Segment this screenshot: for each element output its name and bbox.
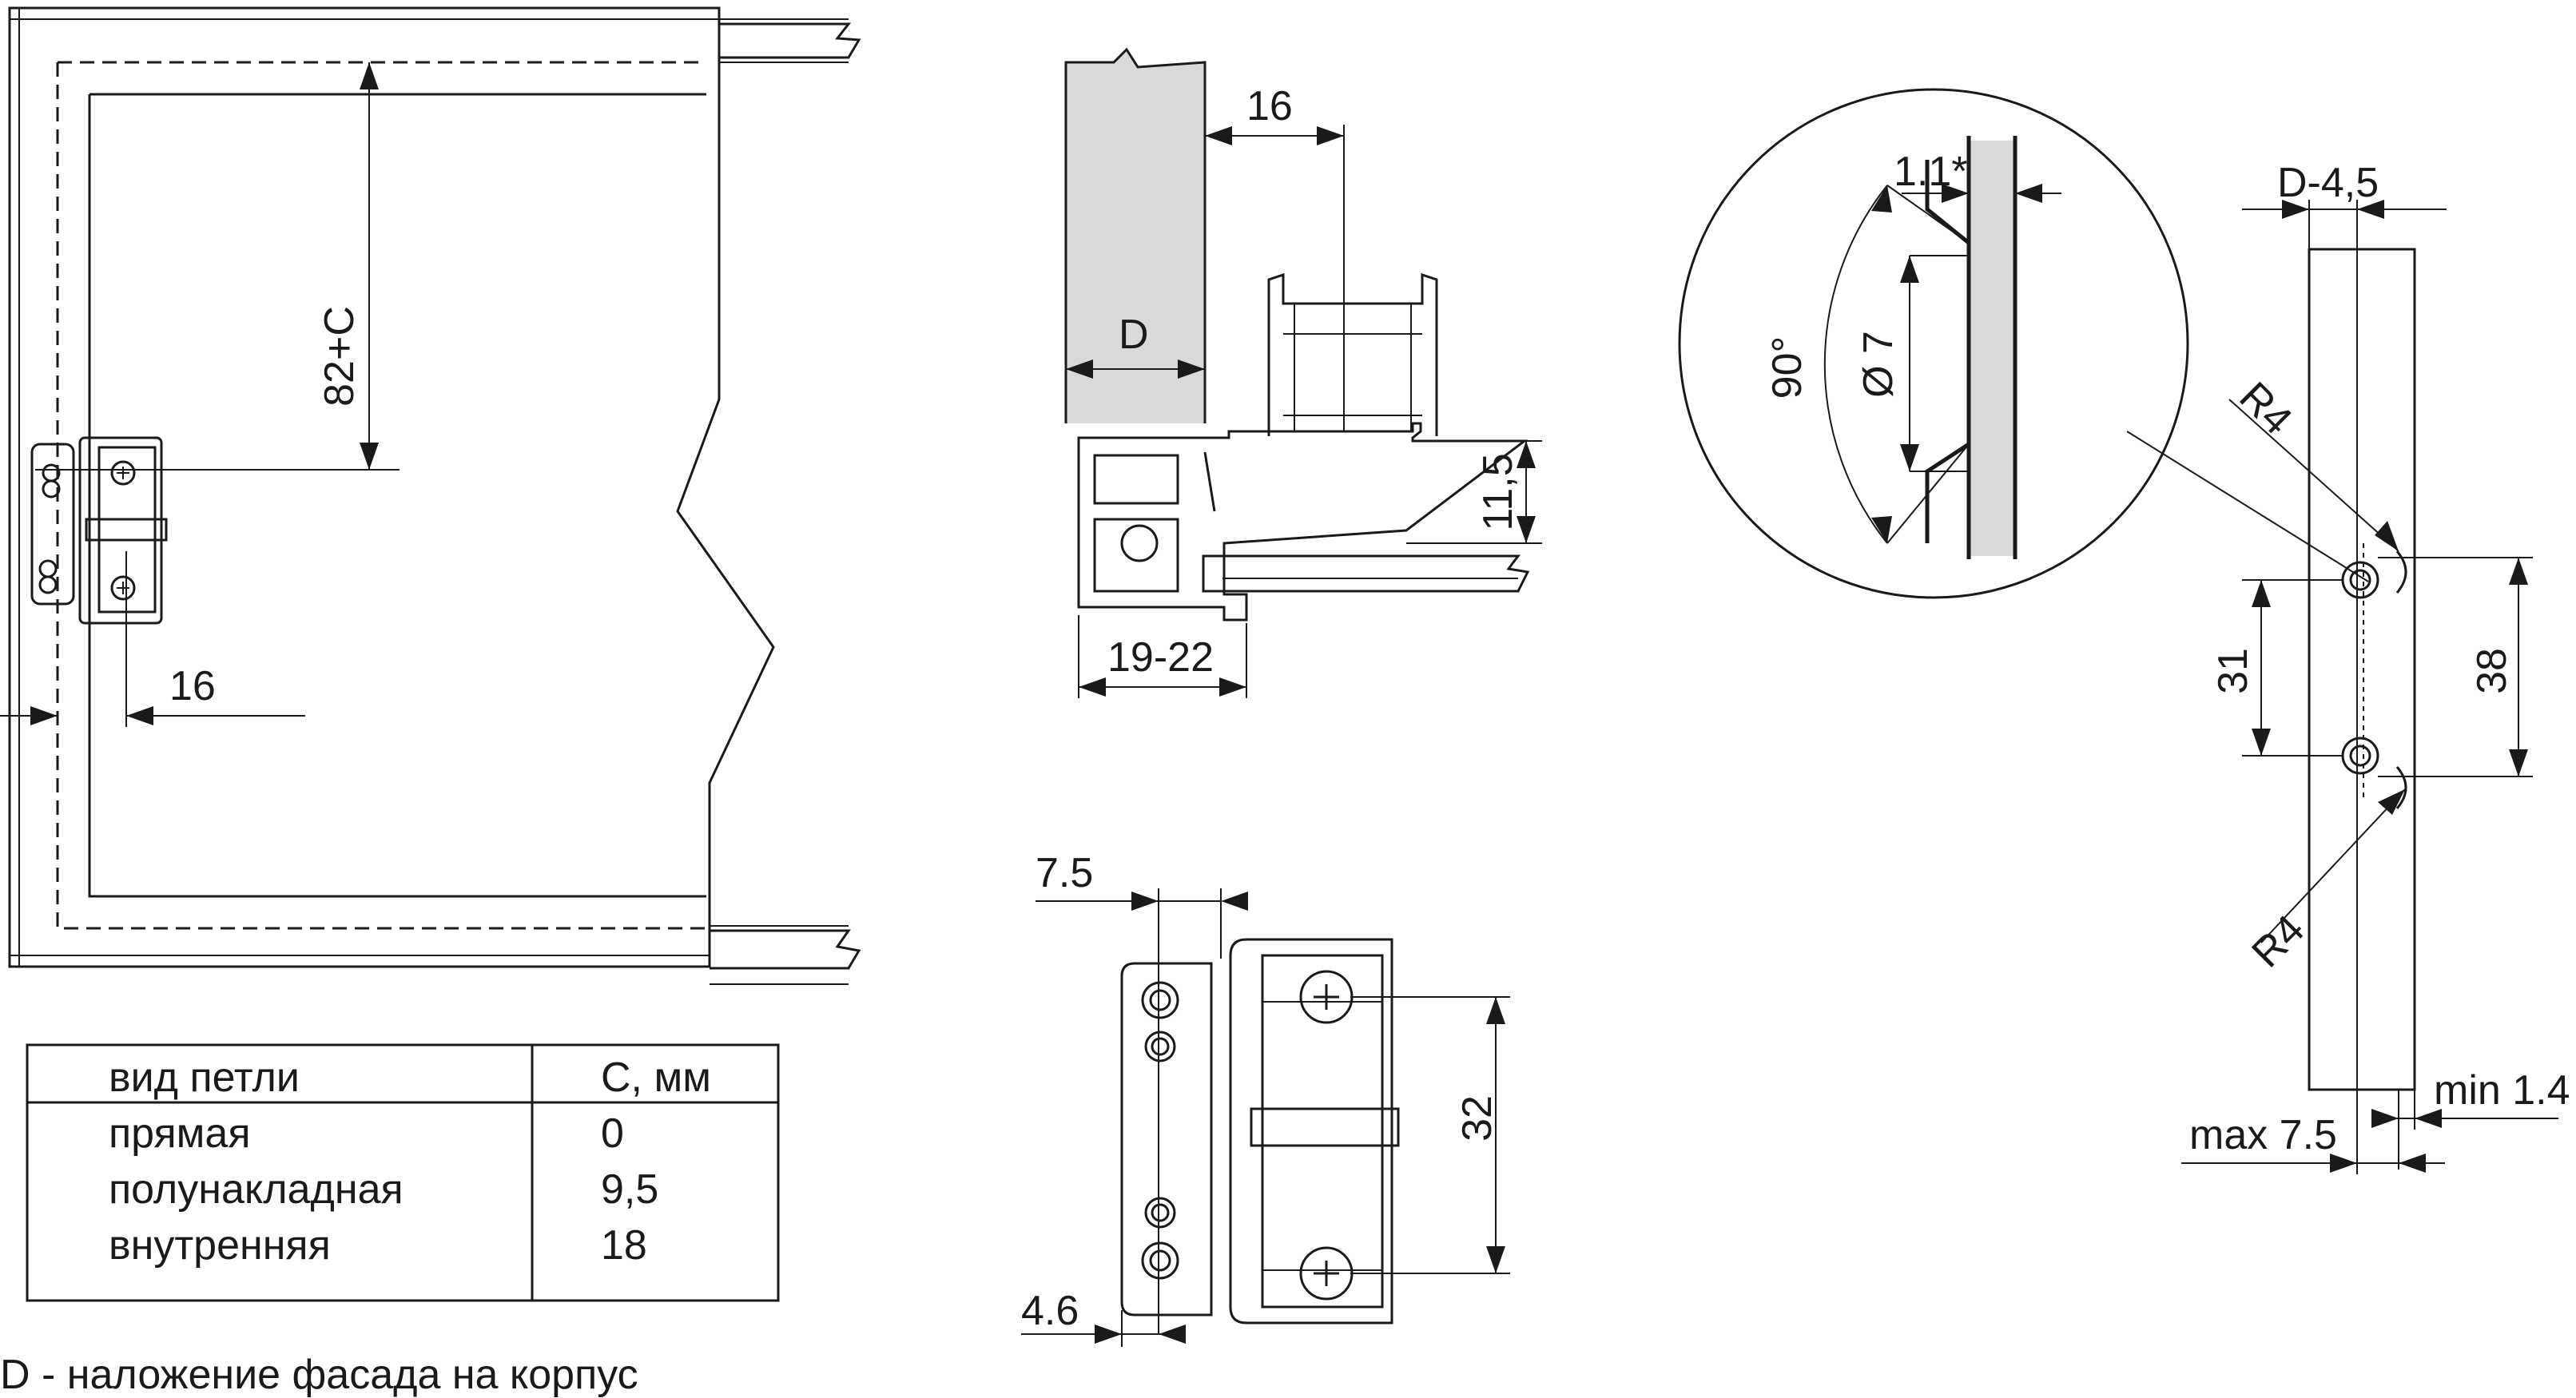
dim-d: D — [1119, 312, 1149, 358]
footnote-d-overlay: D - наложение фасада на корпус — [0, 1352, 638, 1398]
table-header-c-mm: С, мм — [601, 1054, 711, 1101]
dim-16-left: 16 — [169, 663, 216, 709]
dim-7-5: 7.5 — [1036, 850, 1093, 896]
dim-4-6: 4.6 — [1021, 1288, 1079, 1334]
front-view: 82+C 16 — [0, 6, 861, 985]
table-row-straight-label: прямая — [109, 1110, 250, 1157]
table-row-inset-value: 18 — [601, 1222, 647, 1269]
dim-r4-top: R4 — [2231, 373, 2301, 443]
dim-min-1-4: min 1.4 — [2434, 1067, 2570, 1114]
section-view: 16 D 11,5 19-22 — [1064, 47, 1542, 698]
dim-82-plus-c: 82+C — [316, 306, 363, 407]
table-row-half-overlay-label: полунакладная — [109, 1166, 403, 1213]
dim-32: 32 — [1454, 1095, 1501, 1142]
table-header-hinge-type: вид петли — [109, 1054, 300, 1101]
dim-11-5: 11,5 — [1475, 453, 1521, 530]
dim-diameter-7: Ø 7 — [1855, 331, 1902, 398]
hinge-front-small — [30, 436, 168, 625]
dim-31: 31 — [2210, 648, 2256, 694]
dim-16-section: 16 — [1246, 83, 1293, 129]
dim-max-7-5: max 7.5 — [2189, 1112, 2337, 1158]
opening-dashed-outline — [56, 61, 706, 930]
dim-90-degrees: 90° — [1764, 336, 1811, 399]
dim-1-1: 1.1* — [1894, 149, 1968, 195]
drilling-detail-circle: 1.1* Ø 7 90° — [1678, 88, 2369, 599]
dim-19-22: 19-22 — [1107, 634, 1214, 681]
dim-r4-bottom: R4 — [2243, 906, 2313, 976]
table-row-half-overlay-value: 9,5 — [601, 1166, 658, 1213]
side-strip-view: D-4,5 R4 R4 31 38 min 1.4 max 7 — [2181, 160, 2570, 1174]
door-panel-outline — [8, 6, 775, 968]
hinge-detail-view: 7.5 32 4.6 — [1021, 850, 1510, 1347]
table-row-straight-value: 0 — [601, 1110, 624, 1157]
hinge-type-table: вид петли С, мм прямая 0 полунакладная 9… — [26, 1043, 780, 1302]
dim-d-minus-4-5: D-4,5 — [2277, 160, 2379, 206]
dim-38: 38 — [2469, 648, 2515, 694]
cabinet-side-panel — [1066, 50, 1205, 423]
table-row-inset-label: внутренняя — [109, 1222, 331, 1269]
